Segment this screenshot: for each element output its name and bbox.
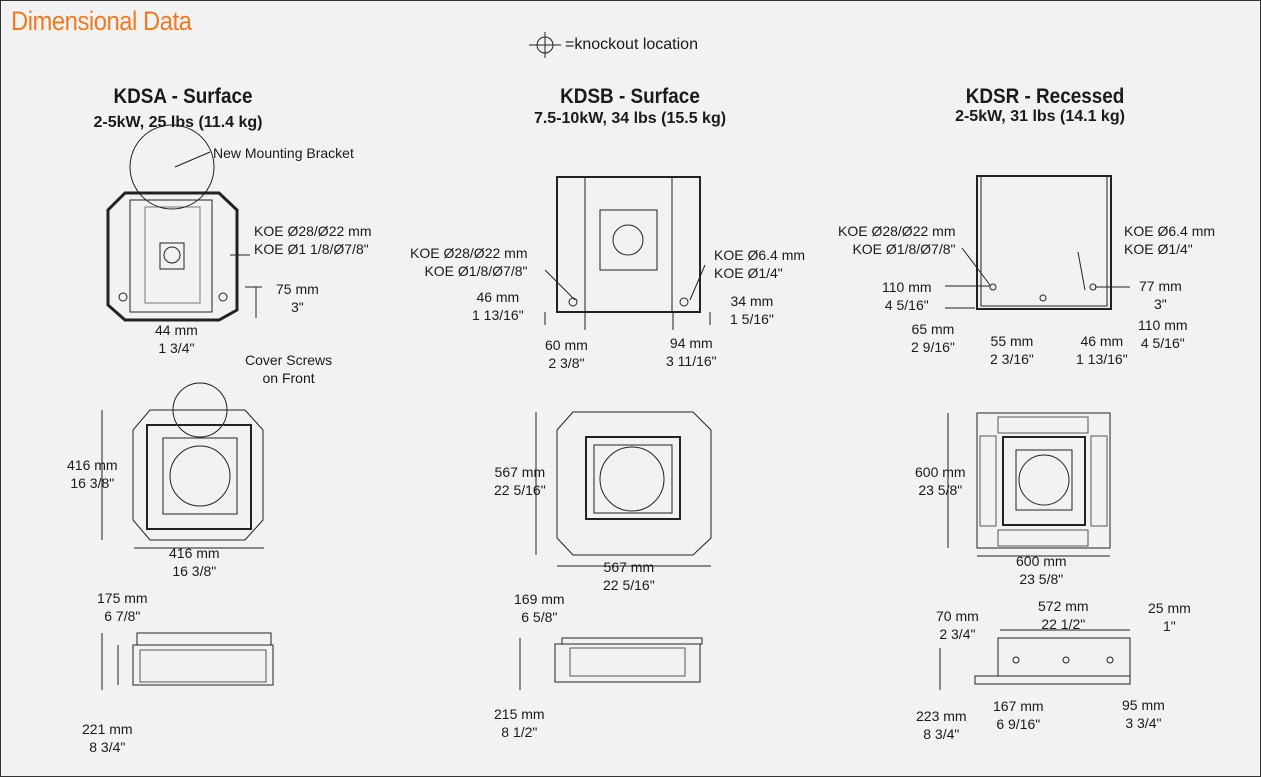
kdsr-front-view bbox=[947, 412, 1111, 557]
kdsb-side-view bbox=[519, 637, 703, 690]
legend-text: =knockout location bbox=[565, 36, 698, 53]
kdsa-title: KDSA - Surface bbox=[113, 85, 253, 108]
kdsr-side-view bbox=[939, 629, 1131, 690]
kdsa-side-view bbox=[101, 632, 274, 690]
kdsr-title: KDSR - Recessed bbox=[965, 85, 1125, 108]
kdsr-spec: 2-5kW, 31 lbs (14.1 kg) bbox=[955, 108, 1125, 125]
kdsb-front-view bbox=[535, 411, 712, 567]
mounting-bracket-callout: New Mounting Bracket bbox=[213, 145, 354, 161]
kdsa-spec: 2-5kW, 25 lbs (11.4 kg) bbox=[93, 114, 263, 131]
kdsr-top-view bbox=[945, 175, 1130, 310]
kdsa-top-view bbox=[106, 124, 262, 322]
kdsa-front-view bbox=[101, 382, 264, 549]
page-title: Dimensional Data bbox=[11, 6, 192, 36]
kdsb-spec: 7.5-10kW, 34 lbs (15.5 kg) bbox=[533, 110, 727, 127]
knockout-legend: =knockout location bbox=[527, 32, 698, 58]
kdsb-top-view bbox=[544, 176, 711, 330]
kdsb-title: KDSB - Surface bbox=[560, 85, 700, 108]
knockout-icon bbox=[529, 32, 561, 58]
